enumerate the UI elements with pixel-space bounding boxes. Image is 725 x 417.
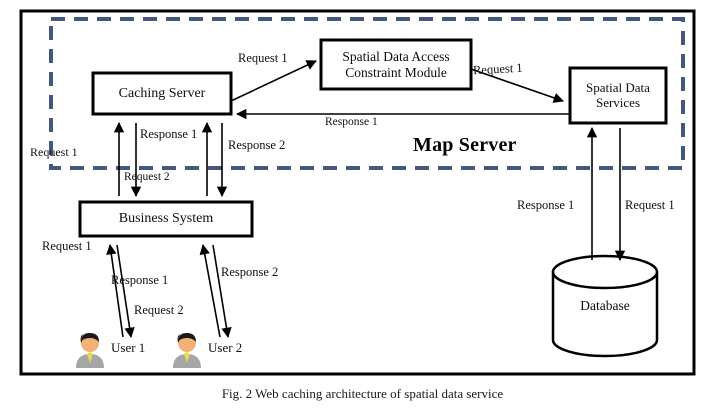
map-server-title: Map Server bbox=[413, 134, 517, 156]
caching-server-box bbox=[91, 71, 233, 116]
user-1-label: User 1 bbox=[111, 340, 146, 355]
edge-label-user2-response2: Response 2 bbox=[221, 265, 279, 279]
user-2-avatar bbox=[173, 333, 201, 368]
edge-business-to-user1-response1 bbox=[116, 244, 135, 339]
edge-caching-to-constraint bbox=[230, 60, 317, 102]
edge-label-user2-request2: Request 2 bbox=[134, 303, 184, 317]
edge-label-db-request1: Request 1 bbox=[625, 198, 675, 212]
edge-label-constraint-to-services: Request 1 bbox=[472, 60, 523, 78]
spatial-data-services-box bbox=[568, 66, 668, 125]
edge-constraint-to-services bbox=[470, 68, 564, 103]
edge-label-services-to-caching: Response 1 bbox=[325, 116, 378, 128]
edge-label-business-to-caching-request1: Request 1 bbox=[30, 145, 78, 159]
edge-label-db-response1: Response 1 bbox=[517, 198, 575, 212]
figure-caption: Fig. 2 Web caching architecture of spati… bbox=[221, 386, 504, 401]
outer-frame bbox=[19, 9, 696, 376]
edge-label-user1-response1: Response 1 bbox=[111, 273, 169, 287]
constraint-module-box bbox=[319, 38, 473, 91]
user-1-avatar bbox=[76, 333, 104, 368]
edge-label-business-response2: Response 2 bbox=[228, 138, 286, 152]
edge-business-to-user2-response2 bbox=[212, 244, 232, 339]
edge-label-caching-to-business-response1: Response 1 bbox=[140, 127, 198, 141]
user-2-label: User 2 bbox=[208, 340, 243, 355]
edge-label-user1-request1: Request 1 bbox=[42, 239, 92, 253]
edge-user2-to-business-request2 bbox=[199, 243, 221, 338]
edge-user1-to-business-request1 bbox=[106, 243, 124, 338]
edge-label-caching-to-constraint: Request 1 bbox=[238, 51, 288, 65]
database-cylinder bbox=[551, 254, 659, 358]
edge-label-caching-to-business-request2: Request 2 bbox=[124, 171, 170, 183]
business-system-box bbox=[78, 200, 254, 238]
